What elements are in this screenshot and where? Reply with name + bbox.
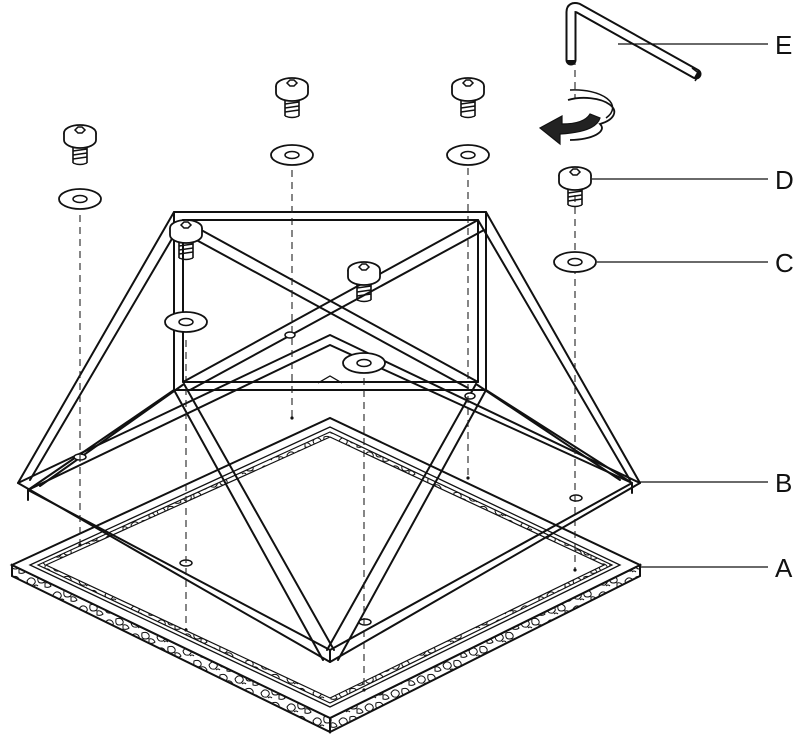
washer-part-c: [553, 251, 597, 273]
label-a: A: [775, 553, 793, 583]
label-e: E: [775, 30, 792, 60]
label-d: D: [775, 165, 794, 195]
hex-key-part-e: [565, 2, 702, 82]
screw-5: [347, 261, 381, 303]
washer-5: [342, 352, 386, 374]
washer-3: [446, 144, 490, 166]
screw-3: [451, 77, 485, 119]
washer-2: [270, 144, 314, 166]
screw-part-d: [558, 166, 592, 208]
rotate-clockwise-arrow-icon: [538, 89, 616, 146]
screw-1: [63, 124, 97, 166]
slab-part-a: [9, 416, 643, 734]
frame-part-b: [17, 211, 641, 663]
screw-2: [275, 77, 309, 119]
washer-1: [58, 188, 102, 210]
label-b: B: [775, 468, 792, 498]
label-c: C: [775, 248, 794, 278]
washer-4: [164, 311, 208, 333]
fastener-set: [58, 77, 597, 374]
callout-leaders: [592, 43, 768, 568]
